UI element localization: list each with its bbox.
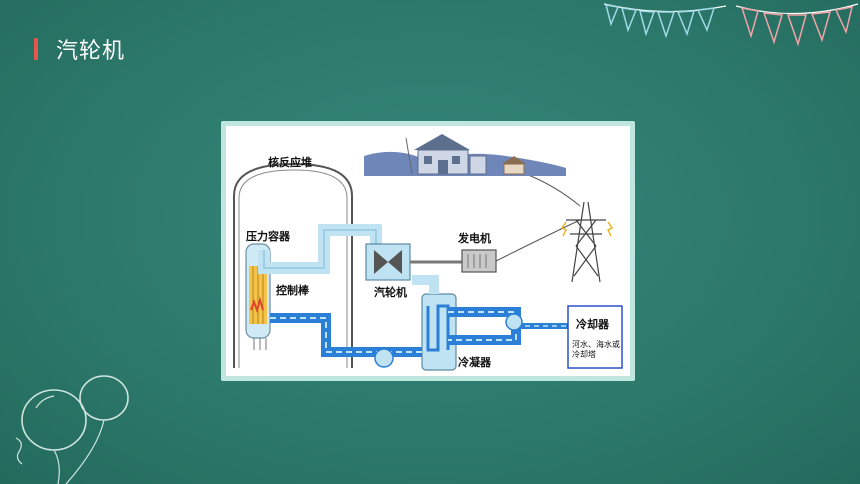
cooler-note-line2: 冷却塔 — [572, 350, 596, 359]
power-line — [495, 219, 581, 262]
pressure-vessel-label: 压力容器 — [246, 230, 290, 243]
house-icon — [414, 134, 487, 175]
nuclear-plant-diagram: 核反应堆 压力容器 控制棒 汽轮机 发电机 冷凝器 冷却器 河水、海水或 冷却塔 — [226, 126, 630, 376]
cooling-water-pipe — [448, 307, 521, 345]
cooler-note: 河水、海水或 冷却塔 — [572, 340, 620, 360]
cooler-label: 冷却器 — [576, 318, 609, 331]
control-rod-label: 控制棒 — [276, 284, 309, 297]
feedwater-pipe — [270, 313, 422, 357]
generator — [461, 249, 497, 273]
feed-pump-icon — [374, 348, 394, 368]
heat-icon — [250, 296, 264, 314]
title-accent-bar — [34, 38, 38, 60]
cooler-note-line1: 河水、海水或 — [572, 340, 620, 349]
generator-label: 发电机 — [458, 232, 491, 245]
pump-icon — [505, 313, 523, 331]
turbine-label: 汽轮机 — [374, 286, 407, 299]
diagram-drawing — [233, 134, 623, 371]
page-title: 汽轮机 — [56, 39, 126, 64]
small-house-icon — [502, 156, 526, 175]
condenser-label: 冷凝器 — [458, 356, 491, 369]
transmission-tower — [566, 201, 606, 283]
electricity-spark-icon — [607, 221, 614, 237]
reactor-containment — [233, 162, 353, 368]
cooler-box — [567, 305, 623, 369]
bunting-flags-decoration — [603, 3, 859, 47]
balloons-decoration — [15, 375, 129, 484]
electricity-spark-icon — [560, 221, 567, 237]
reactor-label: 核反应堆 — [268, 156, 312, 169]
